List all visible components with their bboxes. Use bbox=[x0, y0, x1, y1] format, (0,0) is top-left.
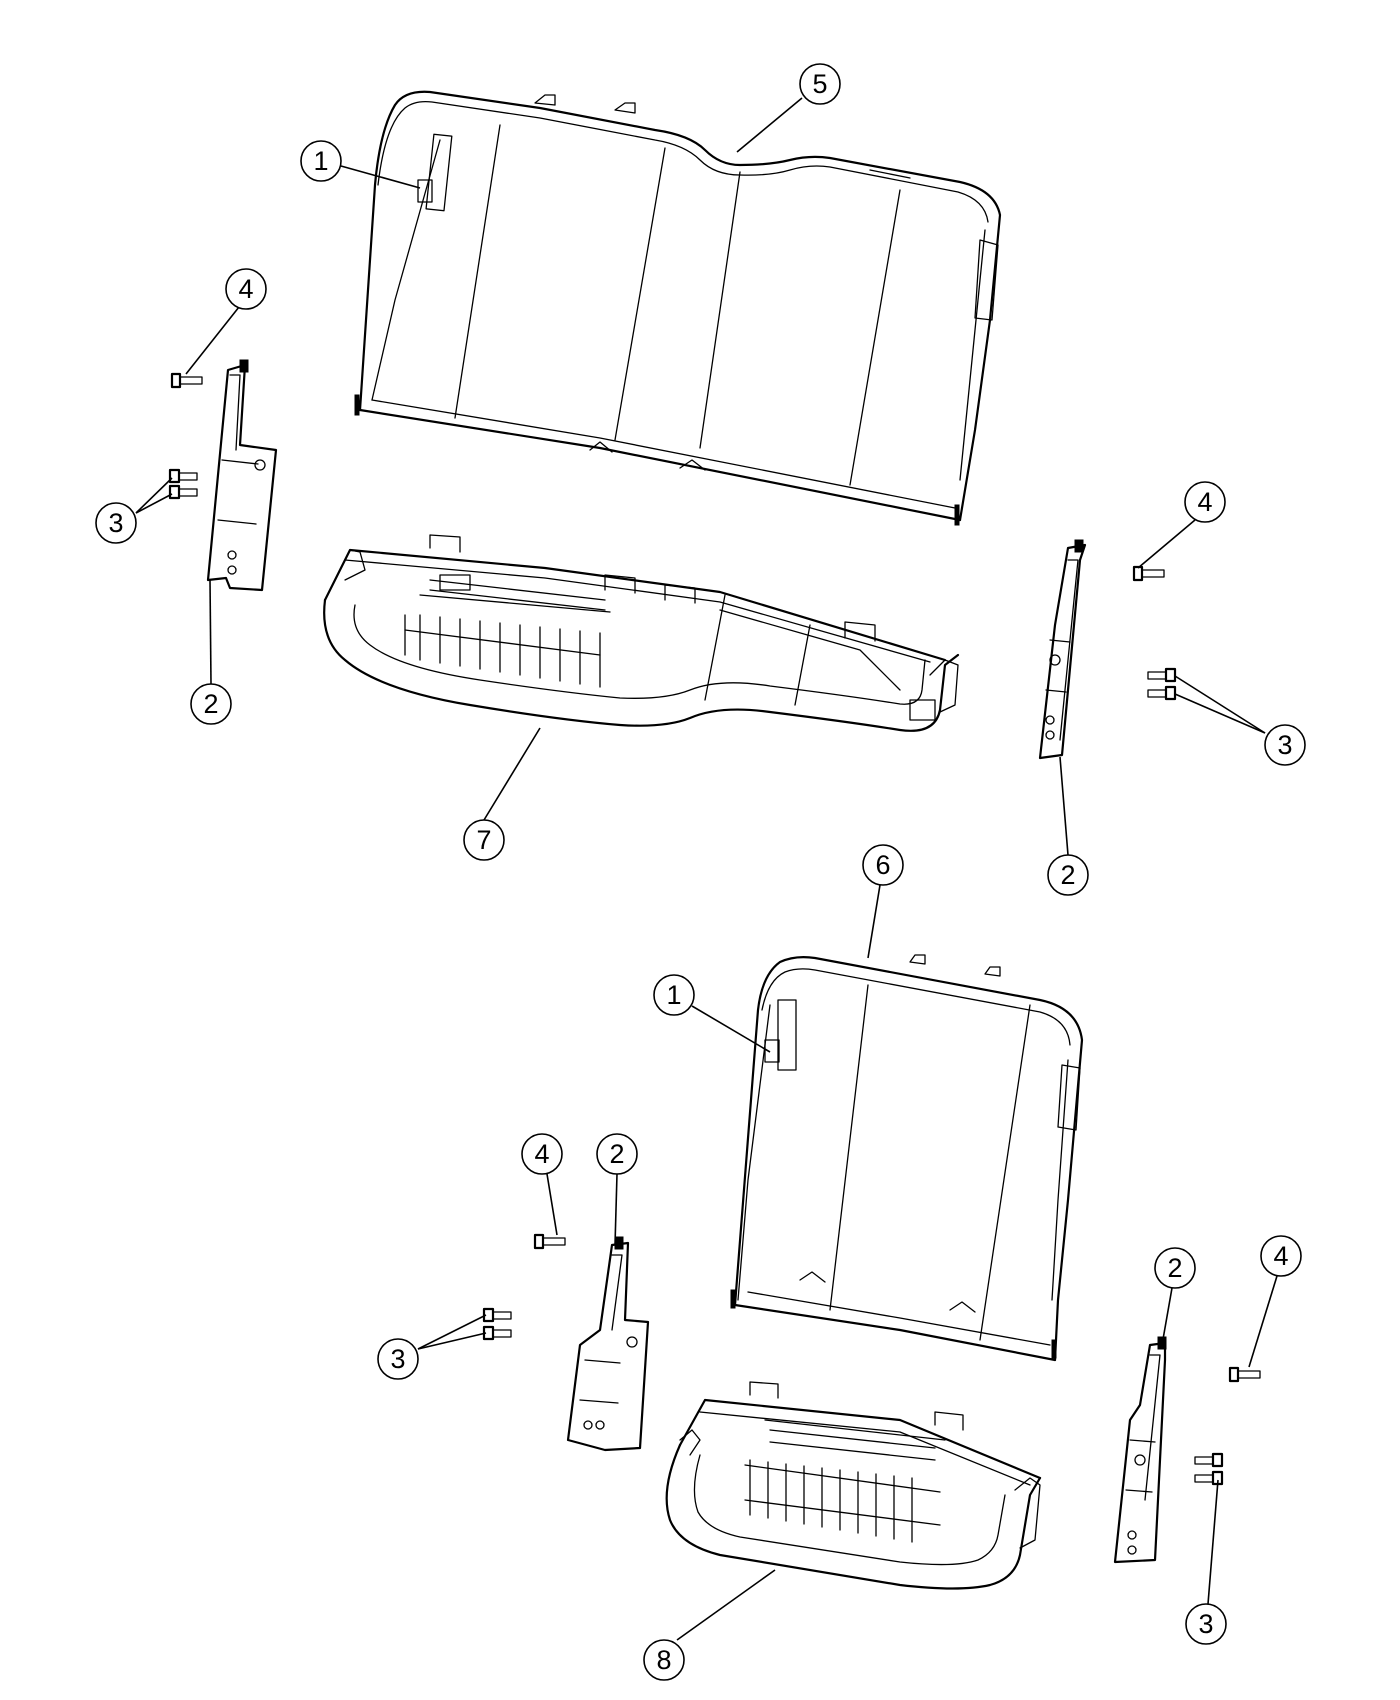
svg-text:7: 7 bbox=[476, 825, 491, 855]
callout-3-lower-left: 3 bbox=[377, 1338, 419, 1380]
svg-text:3: 3 bbox=[1277, 730, 1292, 760]
callout-3-upper-left: 3 bbox=[95, 502, 137, 544]
svg-text:1: 1 bbox=[666, 980, 681, 1010]
callout-4-lower-left: 4 bbox=[521, 1133, 563, 1175]
seat-back-frame-large bbox=[354, 90, 1002, 526]
callout-4-upper-right: 4 bbox=[1184, 481, 1226, 523]
callout-1-lower: 1 bbox=[653, 974, 695, 1016]
hinge-bracket-upper-left bbox=[206, 359, 278, 592]
svg-text:4: 4 bbox=[1197, 487, 1212, 517]
callout-5: 5 bbox=[799, 63, 841, 105]
callout-4-upper-left: 4 bbox=[225, 268, 267, 310]
callout-4-lower-right: 4 bbox=[1260, 1235, 1302, 1277]
bolt-lower-right bbox=[1228, 1366, 1261, 1383]
svg-text:3: 3 bbox=[390, 1344, 405, 1374]
svg-text:8: 8 bbox=[656, 1645, 671, 1675]
bolt-upper-left bbox=[170, 372, 203, 389]
svg-text:2: 2 bbox=[203, 689, 218, 719]
seat-back-frame-small bbox=[730, 954, 1084, 1362]
hinge-bracket-upper-right bbox=[1038, 539, 1087, 760]
seat-cushion-frame-small bbox=[665, 1381, 1042, 1590]
svg-text:1: 1 bbox=[313, 146, 328, 176]
bolt-lower-left bbox=[533, 1233, 566, 1250]
svg-text:3: 3 bbox=[108, 508, 123, 538]
seat-cushion-frame-large bbox=[323, 534, 960, 732]
svg-text:4: 4 bbox=[238, 274, 253, 304]
callout-3-upper-right: 3 bbox=[1264, 724, 1306, 766]
callout-2-upper-left: 2 bbox=[190, 683, 232, 725]
svg-text:4: 4 bbox=[1273, 1241, 1288, 1271]
callout-2-lower-right: 2 bbox=[1154, 1247, 1196, 1289]
svg-text:2: 2 bbox=[1060, 860, 1075, 890]
screw-pair-upper-left bbox=[168, 468, 198, 500]
callout-7: 7 bbox=[463, 819, 505, 861]
hinge-bracket-lower-right bbox=[1113, 1336, 1167, 1564]
svg-text:2: 2 bbox=[609, 1139, 624, 1169]
callout-1-upper: 1 bbox=[300, 140, 342, 182]
hinge-bracket-lower-left bbox=[566, 1236, 650, 1452]
screw-pair-upper-right bbox=[1147, 667, 1177, 701]
screw-pair-lower-right bbox=[1194, 1452, 1224, 1486]
svg-text:4: 4 bbox=[534, 1139, 549, 1169]
svg-text:3: 3 bbox=[1198, 1609, 1213, 1639]
callout-2-upper-right: 2 bbox=[1047, 854, 1089, 896]
svg-text:5: 5 bbox=[812, 69, 827, 99]
svg-text:6: 6 bbox=[875, 850, 890, 880]
bolt-upper-right bbox=[1132, 565, 1165, 582]
screw-pair-lower-left bbox=[482, 1307, 512, 1341]
leader-lines bbox=[135, 97, 1278, 1641]
callout-2-lower-left: 2 bbox=[596, 1133, 638, 1175]
callout-3-lower-right: 3 bbox=[1185, 1603, 1227, 1645]
callout-8: 8 bbox=[643, 1639, 685, 1681]
callout-6: 6 bbox=[862, 844, 904, 886]
svg-text:2: 2 bbox=[1167, 1253, 1182, 1283]
